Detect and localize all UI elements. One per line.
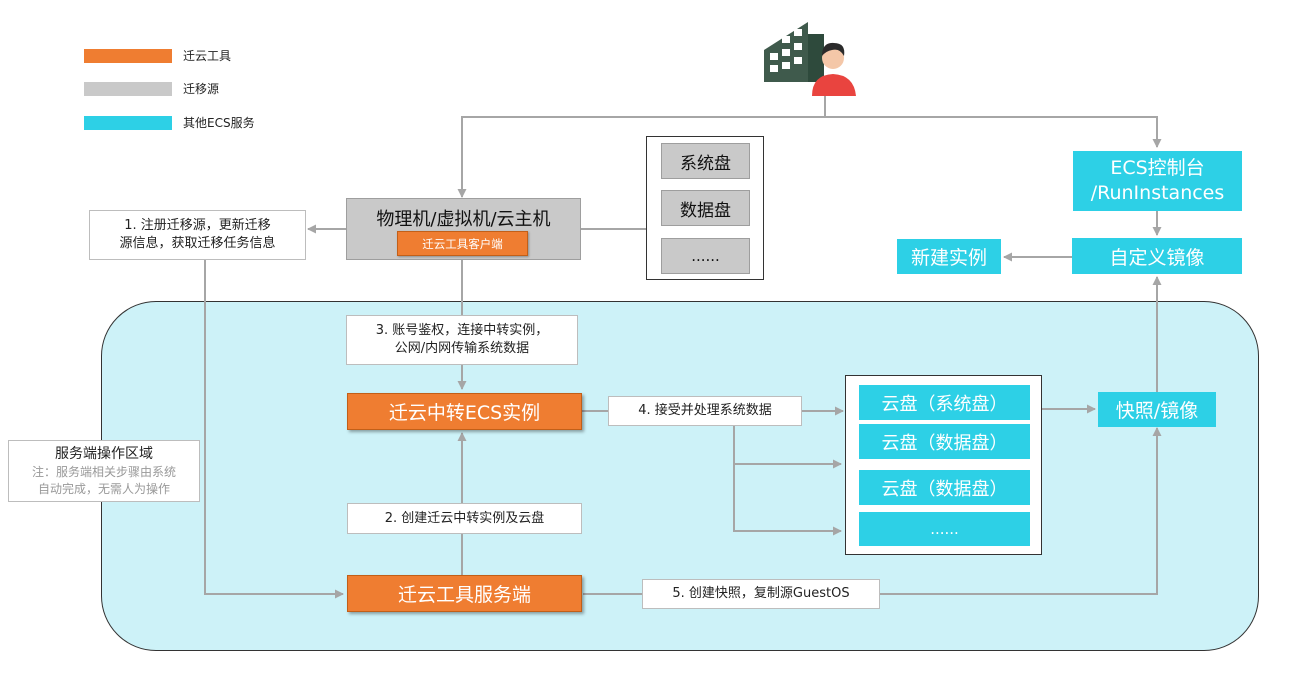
step5-note: 5. 创建快照，复制源GuestOS: [642, 579, 880, 609]
system-disk: 系统盘: [661, 143, 750, 179]
arrow-step1-to-server: [204, 260, 344, 599]
step1-line2: 源信息，获取迁移任务信息: [119, 236, 276, 251]
legend-label-migration-tool: 迁云工具: [183, 49, 232, 63]
arrow-user-to-console: [825, 116, 1162, 148]
server-area-note: 服务端操作区域 注：服务端相关步骤由系统 自动完成，无需人为操作: [8, 440, 200, 502]
migration-server: 迁云工具服务端: [347, 575, 582, 612]
cloud-disk-more: ......: [859, 512, 1030, 546]
step3-note: 3. 账号鉴权，连接中转实例， 公网/内网传输系统数据: [346, 315, 578, 365]
cloud-disk-system: 云盘（系统盘）: [859, 385, 1030, 420]
legend-swatch-migration-source: [84, 82, 172, 96]
ecs-console: ECS控制台 /RunInstances: [1073, 151, 1242, 211]
step1-note: 1. 注册迁移源，更新迁移 源信息，获取迁移任务信息: [89, 210, 306, 260]
migration-client: 迁云工具客户端: [397, 231, 528, 256]
cloud-disk-data-2: 云盘（数据盘）: [859, 470, 1030, 505]
more-disks: ......: [661, 238, 750, 274]
server-area-title: 服务端操作区域: [55, 445, 153, 462]
step4-note: 4. 接受并处理系统数据: [608, 396, 802, 426]
server-area-note-line1: 注：服务端相关步骤由系统: [31, 464, 176, 479]
user-building-icon: [764, 22, 856, 96]
legend-swatch-ecs-services: [84, 116, 172, 130]
server-area-note-line2: 自动完成，无需人为操作: [37, 481, 170, 496]
step1-line1: 1. 注册迁移源，更新迁移: [124, 218, 271, 233]
source-machine-title: 物理机/虚拟机/云主机: [376, 209, 551, 230]
legend-label-ecs-services: 其他ECS服务: [183, 116, 255, 130]
step3-line2: 公网/内网传输系统数据: [394, 341, 530, 356]
custom-image: 自定义镜像: [1072, 238, 1242, 274]
data-disk: 数据盘: [661, 190, 750, 226]
step3-line1: 3. 账号鉴权，连接中转实例，: [375, 323, 549, 338]
snapshot-image: 快照/镜像: [1098, 392, 1216, 427]
arrow-user-to-source: [457, 95, 826, 198]
new-instance: 新建实例: [897, 239, 1001, 274]
transit-ecs-instance: 迁云中转ECS实例: [347, 393, 582, 430]
step2-note: 2. 创建迁云中转实例及云盘: [347, 503, 582, 534]
legend-swatch-migration-tool: [84, 49, 172, 63]
ecs-console-line2: /RunInstances: [1090, 182, 1225, 204]
legend-label-migration-source: 迁移源: [183, 82, 220, 96]
cloud-disk-data-1: 云盘（数据盘）: [859, 424, 1030, 459]
ecs-console-line1: ECS控制台: [1110, 157, 1205, 179]
arrow-branch-disk3: [733, 464, 842, 536]
